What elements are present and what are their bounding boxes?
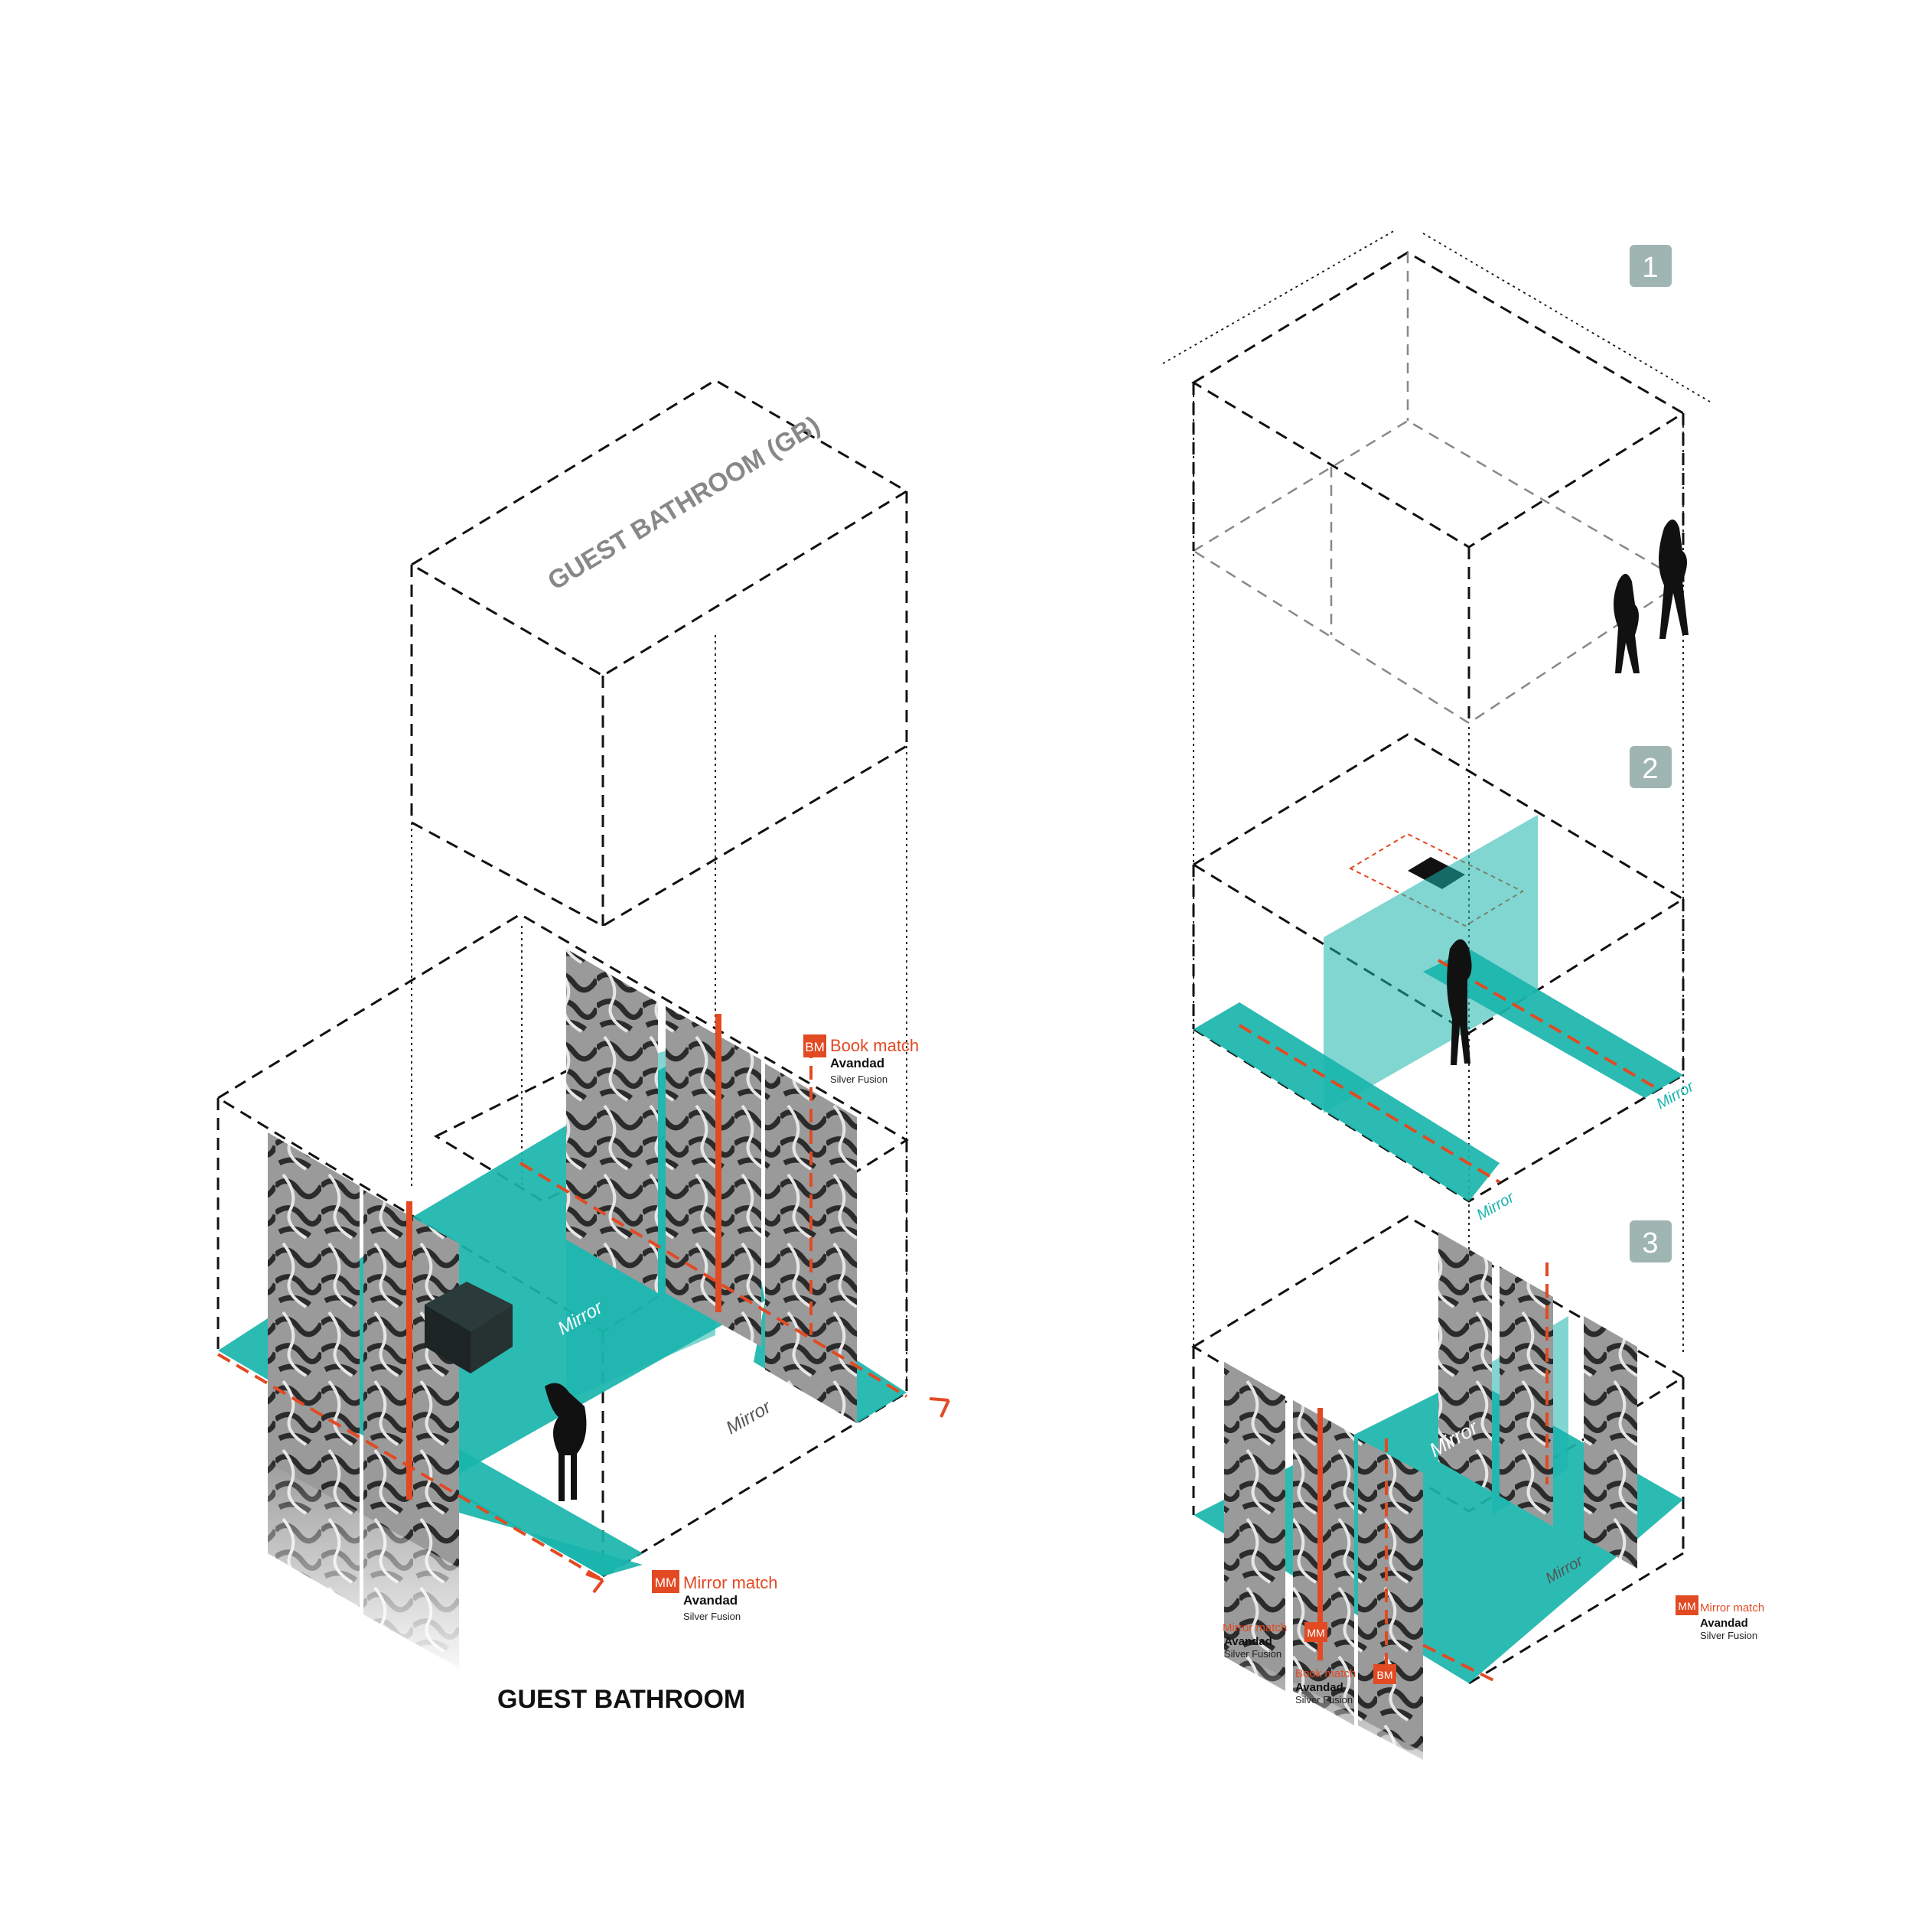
step-sequence: Mirror Mirror Mirror Mirror [1162,229,1764,1836]
guest-bathroom-axonometric: GUEST BATHROOM (GB) [216,379,950,1714]
step-badge-3: 3 [1630,1220,1672,1262]
mirror-match-name: Mirror match [683,1573,777,1592]
mirror-match-callout: MM Mirror match Avandad Silver Fusion [652,1570,777,1622]
book-match-callout: BM Book match Avandad Silver Fusion [803,1034,919,1085]
dimension-lines [1162,229,1711,402]
step3-mirror-match-left: Mirror match Avandad Silver Fusion MM [1223,1621,1327,1660]
svg-text:BM: BM [1377,1669,1393,1681]
step3-mirror-match-right: MM Mirror match Avandad Silver Fusion [1676,1595,1764,1641]
svg-text:Book match: Book match [1295,1667,1356,1680]
svg-text:Mirror match: Mirror match [1700,1601,1764,1614]
step-badge-1: 1 [1630,245,1672,287]
svg-text:Silver Fusion: Silver Fusion [1295,1694,1353,1706]
seam-lines [217,1014,950,1594]
step3-volume: Mirror Mirror [1191,1215,1685,1836]
book-match-name: Book match [830,1036,919,1055]
svg-text:2: 2 [1642,753,1658,785]
book-match-finish: Silver Fusion [830,1074,887,1085]
svg-text:Silver Fusion: Silver Fusion [1224,1648,1282,1660]
svg-text:Avandad: Avandad [1224,1635,1272,1648]
svg-text:Avandad: Avandad [1700,1617,1748,1630]
upper-volume: GUEST BATHROOM (GB) [409,379,909,927]
svg-text:3: 3 [1642,1227,1658,1259]
volume-label: GUEST BATHROOM (GB) [543,410,826,595]
mirror-match-finish: Silver Fusion [683,1611,741,1622]
bm-badge: BM [805,1040,825,1054]
svg-text:MM: MM [1678,1600,1695,1612]
vanity-cube [425,1282,513,1373]
marble-slabs [252,949,857,1683]
mirror-match-brand: Avandad [683,1593,738,1608]
svg-text:Avandad: Avandad [1295,1681,1343,1694]
svg-text:Mirror match: Mirror match [1223,1621,1287,1634]
svg-text:1: 1 [1642,252,1658,284]
book-match-brand: Avandad [830,1056,884,1070]
step1-volume [1191,251,1689,725]
step3-book-match: Book match Avandad Silver Fusion BM [1295,1664,1396,1706]
mirror-label: Mirror [723,1396,776,1438]
mm-badge: MM [655,1575,676,1590]
step-badge-2: 2 [1630,746,1672,788]
svg-text:MM: MM [1307,1627,1324,1639]
person-silhouette [545,1383,587,1501]
projection-lines [411,635,907,1385]
diagram-title: GUEST BATHROOM [497,1685,745,1714]
step2-volume: Mirror Mirror [1191,733,1698,1223]
svg-text:Silver Fusion: Silver Fusion [1700,1630,1757,1641]
